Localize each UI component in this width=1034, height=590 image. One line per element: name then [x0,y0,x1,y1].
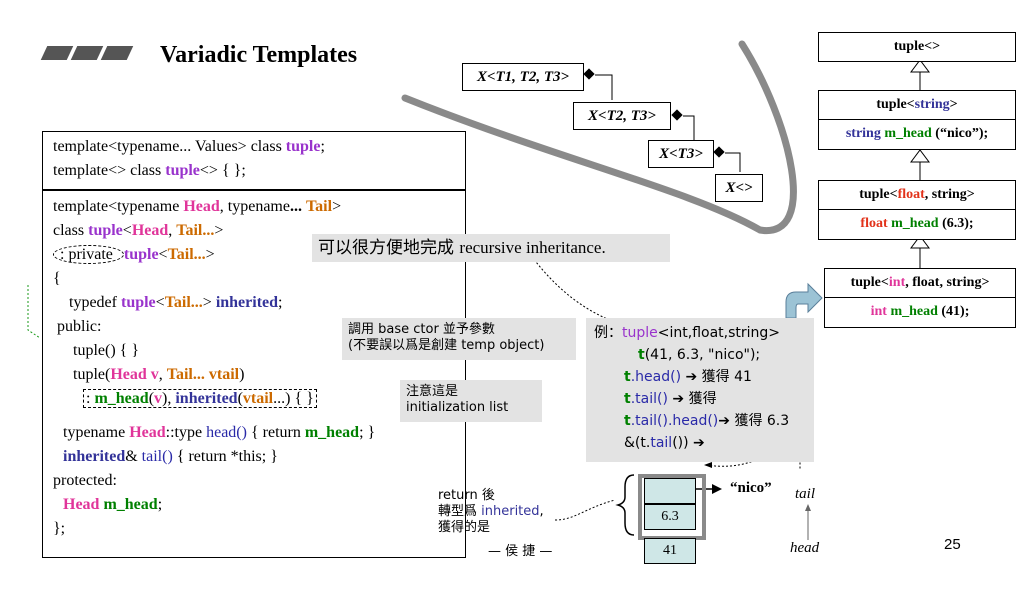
grey-curve [401,40,797,234]
page-title: Variadic Templates [160,42,358,68]
page-number: 25 [944,536,961,553]
recursive-inheritance-callout: 可以很方便地完成 recursive inheritance. [312,234,670,262]
memory-cell-int: 41 [644,538,696,564]
string-value: “nico” [730,480,772,496]
tuple-string-box: tuple<string> string m_head (“nico”); [818,90,1016,150]
tail-label: tail [795,486,816,502]
example-box: 例：tuple<int,float,string> t(41, 6.3, "ni… [586,318,814,462]
x-box-empty: X<> [715,174,763,202]
tuple-declaration-box: template<typename... Values> class tuple… [42,131,466,190]
x-box-t1-t2-t3: X<T1, T2, T3> [462,63,584,91]
tuple-int-float-string-box: tuple<int, float, string> int m_head (41… [824,268,1016,328]
memory-cell-pointer [644,478,696,504]
tuple-empty-box: tuple<> [818,32,1016,62]
base-ctor-note: 調用 base ctor 並予參數 (不要誤以爲是創建 temp object) [342,318,576,360]
author-signature: — 侯 捷 — [488,544,553,559]
x-box-t2-t3: X<T2, T3> [573,102,671,130]
memory-cell-float: 6.3 [644,504,696,530]
x-box-t3: X<T3> [648,140,714,168]
tuple-float-string-box: tuple<float, string> float m_head (6.3); [818,180,1016,240]
head-label: head [790,540,820,556]
return-note: return 後 轉型爲 inherited, 獲得的是 [438,488,544,535]
initialization-list-note: 注意這是 initialization list [400,380,542,422]
